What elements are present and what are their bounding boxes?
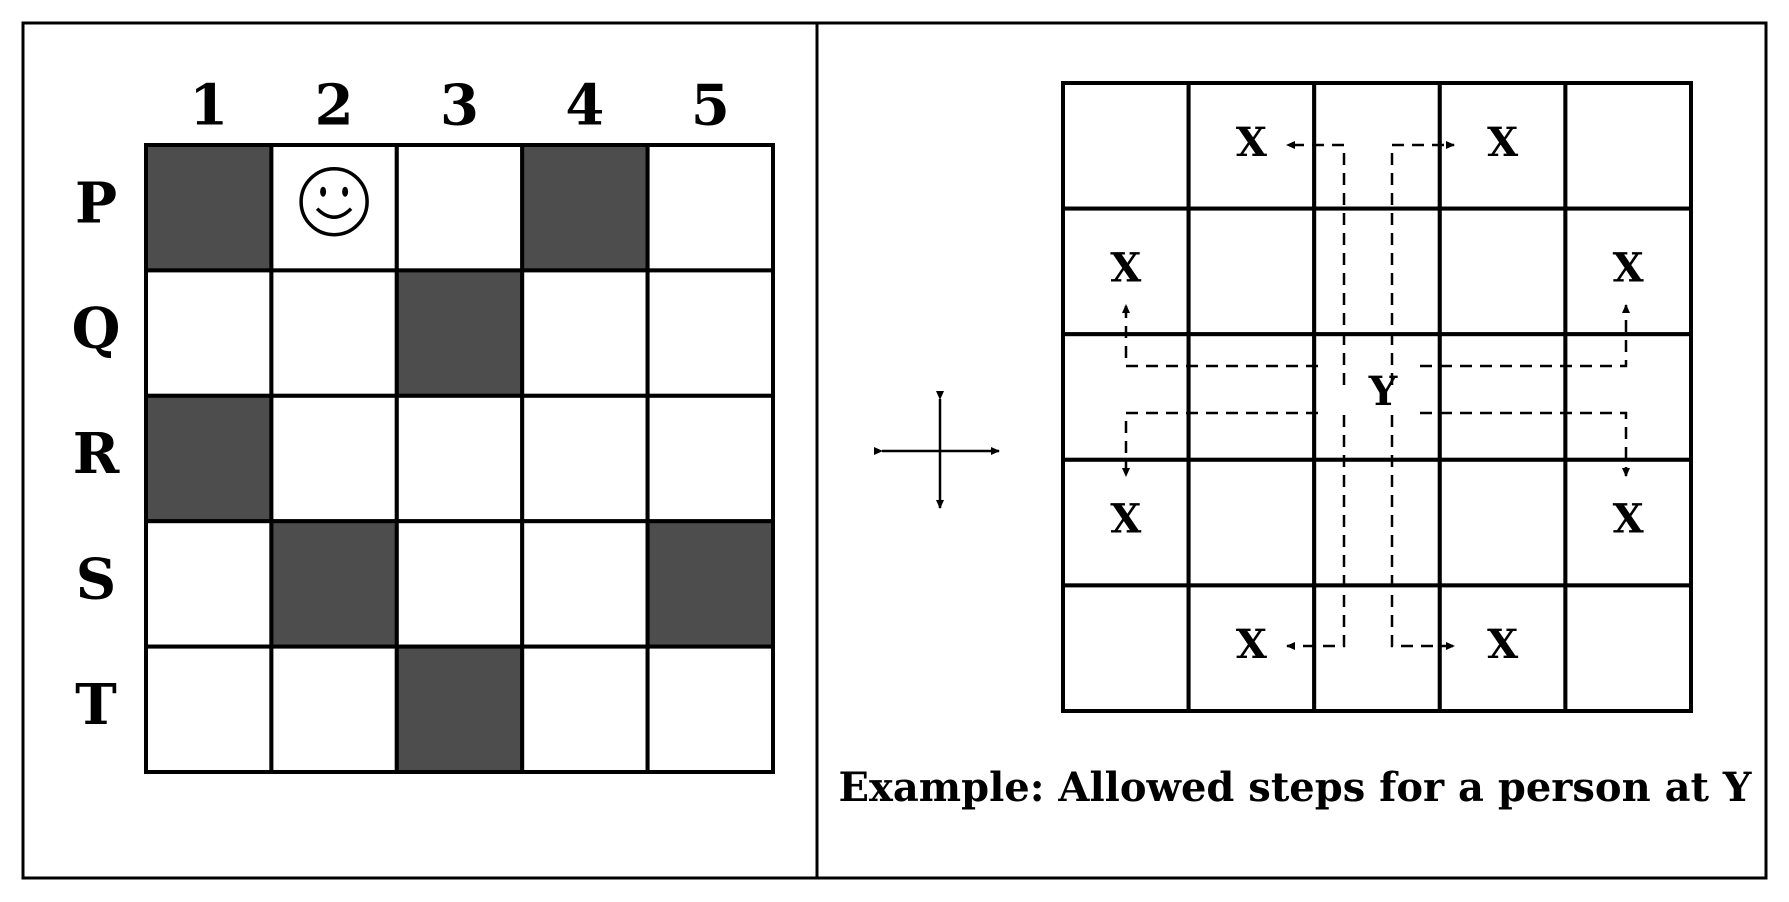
column-label: 3	[440, 73, 479, 139]
white-cell	[645, 393, 775, 524]
column-label: 1	[189, 73, 228, 139]
path-right-down	[1420, 411, 1630, 477]
white-cell	[394, 519, 525, 649]
allowed-step-label: X	[1110, 496, 1141, 543]
step-paths	[1122, 141, 1630, 650]
example-cell	[1563, 206, 1694, 337]
white-cell	[520, 393, 650, 524]
white-cell	[520, 519, 650, 649]
example-caption: Example: Allowed steps for a person at Y	[839, 764, 1752, 811]
dark-cell	[520, 143, 650, 273]
white-cell	[144, 644, 274, 774]
right-panel: X X X X Y X X X X Example: Allowed steps for a p…	[839, 81, 1752, 811]
allowed-step-label: X	[1487, 119, 1518, 166]
example-cell	[1437, 206, 1568, 337]
row-label: R	[73, 421, 120, 487]
path-left-up	[1122, 304, 1318, 368]
example-cell	[1186, 206, 1317, 337]
smiley-face-icon	[299, 166, 369, 237]
dark-cell	[144, 393, 274, 524]
outer-frame	[21, 21, 1768, 880]
path-down-right	[1390, 415, 1455, 650]
white-cell	[269, 268, 399, 398]
maze-grid	[144, 143, 775, 774]
row-label: Q	[72, 296, 121, 362]
path-up-left	[1286, 141, 1346, 385]
column-label: 4	[565, 73, 604, 139]
example-grid	[1061, 81, 1694, 714]
example-cell	[1312, 206, 1442, 337]
white-cell	[394, 143, 525, 273]
example-cell	[1312, 457, 1442, 588]
example-cell	[1563, 81, 1694, 211]
allowed-step-label: X	[1613, 244, 1644, 291]
row-label: S	[76, 547, 116, 613]
example-cell	[1312, 583, 1442, 714]
example-grid-labels: X X X X Y X X X X	[1110, 119, 1643, 668]
dark-cell	[645, 519, 775, 649]
white-cell	[645, 644, 775, 774]
allowed-step-label: X	[1613, 496, 1644, 543]
column-label: 5	[691, 73, 730, 139]
allowed-step-label: X	[1110, 244, 1141, 291]
white-cell	[144, 519, 274, 649]
allowed-step-label: X	[1236, 621, 1267, 668]
row-label: T	[75, 672, 117, 738]
white-cell	[394, 393, 525, 524]
example-cell	[1437, 332, 1568, 462]
path-up-right	[1390, 141, 1455, 385]
white-cell	[269, 644, 399, 774]
allowed-step-label: X	[1487, 621, 1518, 668]
dark-cell	[144, 143, 274, 273]
example-cell	[1563, 583, 1694, 714]
example-cell	[1061, 457, 1191, 588]
example-cell	[1186, 332, 1317, 462]
column-labels: 1 2 3 4 5	[189, 73, 730, 139]
dark-cell	[394, 268, 525, 398]
path-down-left	[1286, 415, 1346, 650]
row-label: P	[75, 170, 117, 236]
person-position-label: Y	[1368, 368, 1398, 415]
white-cell	[269, 393, 399, 524]
white-cell	[520, 644, 650, 774]
allowed-step-label: X	[1236, 119, 1267, 166]
example-cell	[1061, 81, 1191, 211]
path-left-down	[1122, 411, 1318, 477]
white-cell	[520, 268, 650, 398]
example-cell	[1312, 332, 1442, 462]
column-label: 2	[315, 73, 354, 139]
example-cell	[1437, 457, 1568, 588]
path-right-up	[1420, 304, 1630, 368]
example-cell	[1186, 457, 1317, 588]
white-cell	[144, 268, 274, 398]
four-way-arrow-icon	[874, 391, 1000, 509]
white-cell	[645, 143, 775, 273]
white-cell	[645, 268, 775, 398]
dark-cell	[394, 644, 525, 774]
example-cell	[1563, 332, 1694, 462]
example-cell	[1061, 583, 1191, 714]
dark-cell	[269, 519, 399, 649]
white-cell	[269, 143, 399, 273]
example-cell	[1437, 81, 1568, 211]
